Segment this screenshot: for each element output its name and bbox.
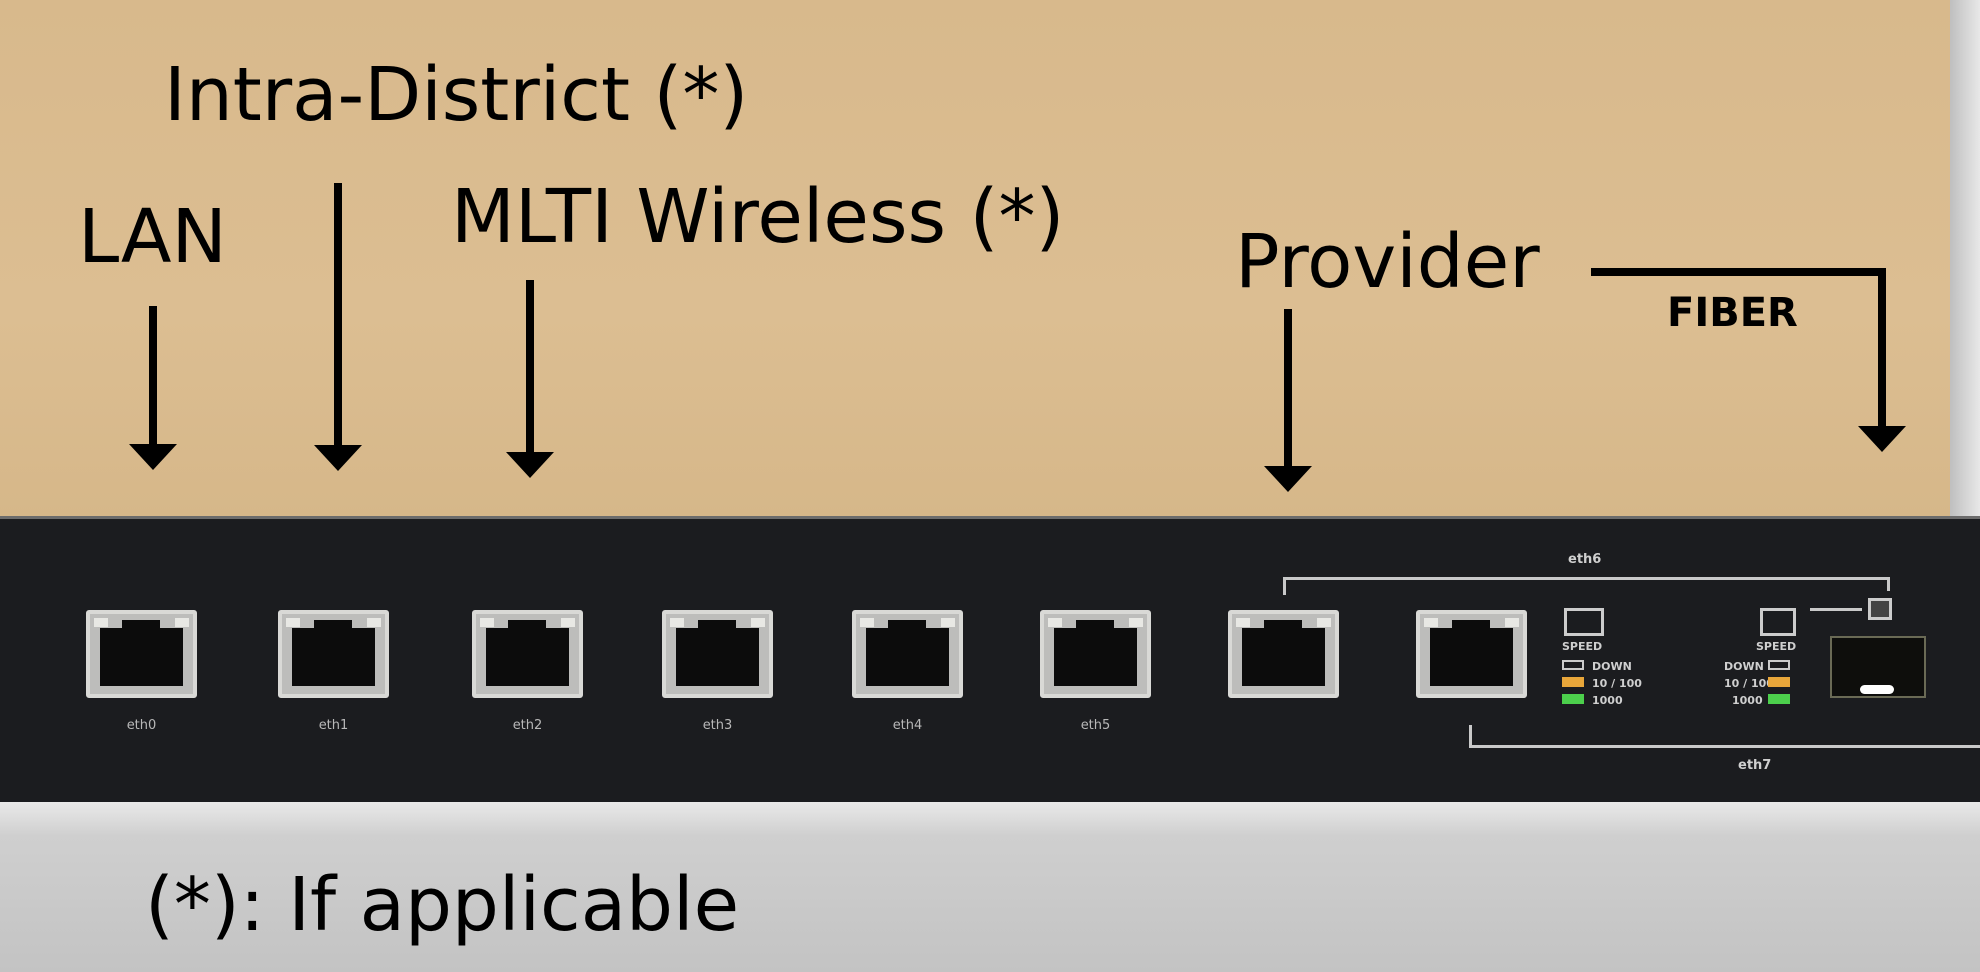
eth7-label: eth7 — [1738, 758, 1772, 773]
legend-10-100-2: 10 / 100 — [1724, 677, 1774, 690]
arrow-provider-icon — [1264, 309, 1312, 492]
port-eth3 — [662, 610, 773, 698]
sfp-port-icon — [1760, 608, 1796, 636]
speed-label-1: SPEED — [1562, 640, 1603, 653]
led-amber-icon — [1562, 677, 1584, 687]
footnote: (*): If applicable — [145, 862, 740, 948]
label-lan: LAN — [78, 194, 227, 280]
eth7-bracket — [1469, 745, 1980, 748]
port-label-eth3: eth3 — [702, 718, 733, 733]
eth6-bracket-left — [1283, 577, 1286, 595]
eth7-bracket-left — [1469, 725, 1472, 747]
legend-1000-1: 1000 — [1592, 694, 1623, 707]
eth6-bracket — [1283, 577, 1890, 580]
port-label-eth1: eth1 — [318, 718, 349, 733]
arrow-mlti-wireless-icon — [506, 280, 554, 478]
port-label-eth5: eth5 — [1080, 718, 1111, 733]
port-eth5 — [1040, 610, 1151, 698]
port-label-eth4: eth4 — [892, 718, 923, 733]
led-down-icon — [1768, 660, 1790, 670]
led-down-icon — [1562, 660, 1584, 670]
port-eth4 — [852, 610, 963, 698]
led-amber-icon — [1768, 677, 1790, 687]
port-eth2 — [472, 610, 583, 698]
label-provider: Provider — [1235, 219, 1540, 305]
label-mlti-wireless: MLTI Wireless (*) — [451, 174, 1065, 260]
sfp-indicator-icon — [1868, 598, 1892, 620]
legend-10-100-1: 10 / 100 — [1592, 677, 1642, 690]
cardboard-box-background — [0, 0, 1950, 518]
wall-background — [1950, 0, 1980, 518]
label-fiber: FIBER — [1667, 290, 1798, 336]
eth6-label: eth6 — [1568, 552, 1602, 567]
arrow-lan-icon — [129, 306, 177, 470]
legend-down-1: DOWN — [1592, 660, 1632, 673]
port-label-eth2: eth2 — [512, 718, 543, 733]
led-green-icon — [1768, 694, 1790, 704]
port-eth6-rj45 — [1228, 610, 1339, 698]
arrow-intra-district-icon — [314, 183, 362, 471]
sfp-link-line — [1810, 608, 1862, 611]
led-green-icon — [1562, 694, 1584, 704]
legend-1000-2: 1000 — [1732, 694, 1763, 707]
label-intra-district: Intra-District (*) — [164, 52, 749, 138]
rj45-port-icon — [1564, 608, 1604, 636]
port-eth0 — [86, 610, 197, 698]
port-label-eth0: eth0 — [126, 718, 157, 733]
port-eth1 — [278, 610, 389, 698]
router-bottom-casing — [0, 802, 1980, 972]
port-eth7-rj45 — [1416, 610, 1527, 698]
eth6-bracket-right — [1887, 577, 1890, 591]
sfp-cage — [1830, 636, 1926, 698]
speed-label-2: SPEED — [1756, 640, 1797, 653]
arrow-fiber-icon — [1858, 268, 1906, 452]
fiber-connector-line — [1591, 268, 1886, 276]
legend-down-2: DOWN — [1724, 660, 1764, 673]
